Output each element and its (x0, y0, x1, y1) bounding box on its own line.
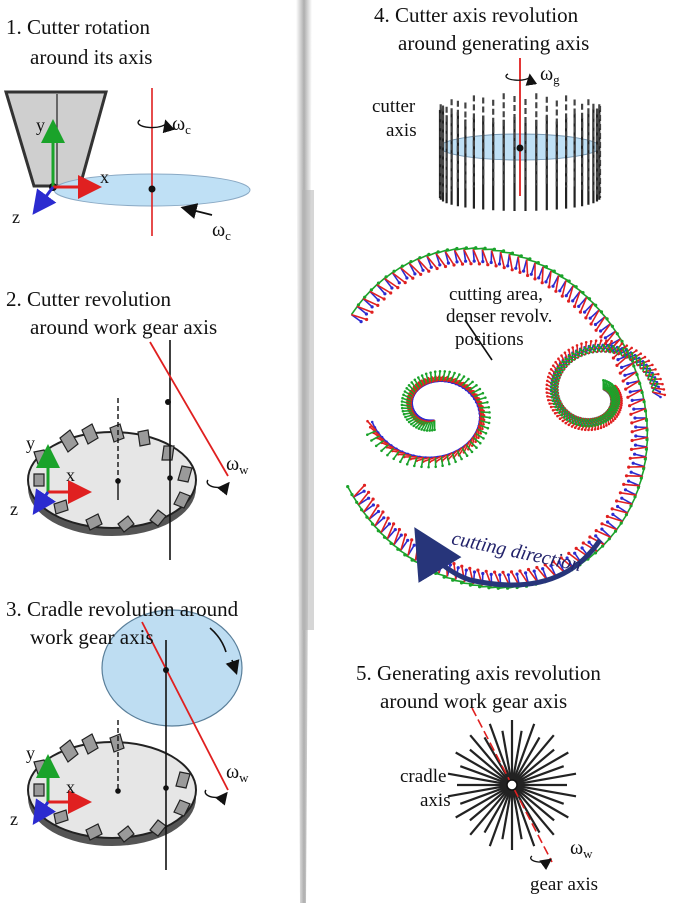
trajectory-frame (472, 246, 487, 266)
panel3-caption-line1: 3. Cradle revolution around (6, 597, 239, 621)
cutting-direction-arrow (414, 527, 603, 588)
panel5-label-line1: cradle (400, 766, 447, 787)
panel1-caption-line2: around its axis (30, 45, 153, 69)
panel3-axis-x: x (66, 777, 75, 797)
trajectory-frame (366, 419, 377, 436)
trajectory-frame (551, 274, 571, 293)
annotation-line3: positions (455, 329, 524, 350)
panel3-axis-y: y (26, 743, 35, 763)
trajectory-frame (382, 527, 403, 546)
trajectory-frame (514, 255, 532, 274)
panel3-axis-z: z (10, 809, 18, 829)
trajectory-frame (350, 490, 371, 506)
panel4-caption-line1: 4. Cutter axis revolution (374, 3, 579, 27)
separator-band (302, 190, 314, 630)
panel3-caption-line2: work gear axis (30, 625, 154, 649)
panel3-omega-w: ωw (226, 761, 249, 785)
trajectory-frame (564, 285, 585, 303)
panel2-graphic (27, 340, 230, 560)
annotation-line1: cutting area, (449, 284, 543, 305)
cutter-body (3, 90, 108, 188)
panel5-graphic (447, 707, 577, 871)
panel1-graphic (3, 88, 251, 236)
panel1-omega-c-bottom: ωc (212, 219, 231, 243)
panel2-caption-line1: 2. Cutter revolution (6, 287, 172, 311)
trajectory-frame (635, 354, 651, 367)
trajectory-frame (506, 253, 523, 272)
trajectory-frame (644, 364, 660, 379)
trajectory-frame (489, 249, 506, 268)
panel1-axis-x: x (100, 167, 109, 187)
panel2-axis-x: x (66, 465, 75, 485)
trajectory-frame (597, 339, 614, 354)
trajectory-frame (624, 380, 644, 395)
trajectory-frame (617, 346, 633, 358)
panel5-caption-line1: 5. Generating axis revolution (356, 661, 601, 685)
trajectory-frame (650, 377, 666, 394)
trajectory-frame (370, 516, 391, 534)
panel3-graphic (27, 609, 243, 870)
trajectory-frame (648, 373, 664, 389)
panel1-axis-z: z (12, 207, 20, 227)
trajectory-frame (346, 483, 367, 498)
trajectory-frame (544, 270, 564, 289)
trajectory-frame (571, 290, 592, 309)
panel2-omega-w: ωw (226, 453, 249, 477)
cradle-disk (101, 609, 243, 727)
trajectory-frame (626, 349, 643, 362)
trajectory-frame (558, 279, 578, 298)
trajectory-frame (642, 361, 657, 375)
trajectory-frame (356, 295, 374, 316)
center-graphic (346, 246, 667, 590)
annotation-line2: denser revolv. (446, 306, 553, 327)
panel5-bottom-label: gear axis (530, 874, 599, 895)
panel4-label-line2: axis (386, 120, 417, 141)
trajectory-frame (630, 352, 647, 364)
panel5-omega-w: ωw (570, 837, 593, 861)
panel1-caption-line1: 1. Cutter rotation (6, 15, 151, 39)
trajectory-frame (577, 296, 598, 314)
work-gear-top (27, 741, 197, 839)
panel4-label-line1: cutter (372, 96, 416, 117)
trajectory-frame (612, 344, 629, 356)
trajectory-frame (651, 382, 667, 399)
trajectory-frame (629, 407, 649, 422)
panel4-graphic (438, 58, 602, 211)
trajectory-frame (365, 510, 386, 527)
trajectory-frame (626, 389, 646, 404)
trajectory-frame (628, 398, 648, 413)
trajectory-frame (453, 246, 468, 266)
trajectory-frame (497, 251, 515, 270)
panel1-omega-c-top: ωc (172, 113, 191, 137)
trajectory-frame (621, 347, 638, 359)
panel2-axis-y: y (26, 433, 35, 453)
panel5-label-line2: axis (420, 790, 451, 811)
trajectory-frame (426, 250, 440, 271)
trajectory-frame (417, 252, 431, 273)
trajectory-frame (435, 248, 450, 269)
trajectory-frame (389, 533, 410, 551)
panel2-axis-z: z (10, 499, 18, 519)
panel1-axis-y: y (36, 115, 45, 135)
panel2-caption-line2: around work gear axis (30, 315, 218, 339)
panel5-caption-line2: around work gear axis (380, 689, 568, 713)
trajectory-frame (396, 538, 416, 557)
panel4-caption-line2: around generating axis (398, 31, 590, 55)
panel4-omega-g: ωg (540, 63, 560, 87)
trajectory-frame (605, 512, 624, 533)
trajectory-frame (610, 504, 629, 525)
trajectory-frame (529, 262, 549, 281)
